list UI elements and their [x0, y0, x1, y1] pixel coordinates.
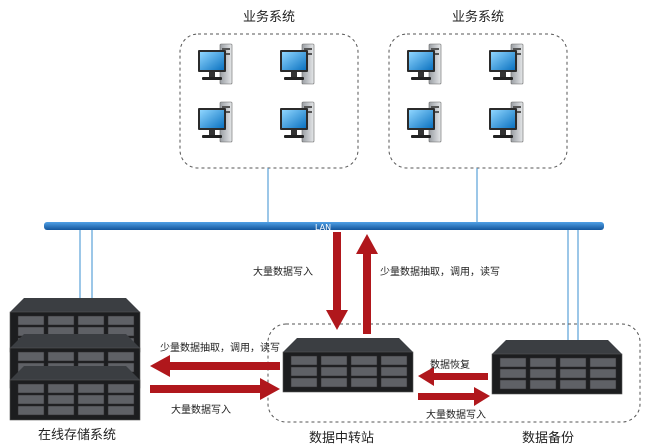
- workstation-icon: [488, 43, 524, 85]
- flow-write-large-right: 大量数据写入: [171, 405, 231, 416]
- lan-bus: [44, 222, 604, 230]
- arrow-left-icon: [150, 355, 280, 377]
- workstation-icon: [197, 101, 233, 143]
- workstation-icon: [406, 43, 442, 85]
- arrow-right-icon: [150, 378, 280, 400]
- workstation-icon: [197, 43, 233, 85]
- workstation-icon: [406, 101, 442, 143]
- workstation-icon: [279, 101, 315, 143]
- workstation-icon: [488, 101, 524, 143]
- backup-arrow-icon: [418, 387, 490, 406]
- transfer-station-icon: [282, 337, 414, 393]
- online-storage-label: 在线存储系统: [38, 428, 117, 443]
- transfer-station-label: 数据中转站: [309, 431, 375, 446]
- restore-arrow-icon: [418, 367, 488, 386]
- transfer-backup-group: [267, 323, 641, 423]
- lan-label: LAN: [315, 223, 332, 232]
- flow-write-large-backup: 大量数据写入: [426, 410, 486, 421]
- business-system-left-title: 业务系统: [243, 10, 296, 25]
- backup-server-icon: [491, 339, 623, 395]
- business-group-right: [388, 33, 568, 169]
- arrow-up-icon: [356, 234, 378, 334]
- flow-restore: 数据恢复: [430, 360, 470, 371]
- flow-read-small-left: 少量数据抽取，调用，读写: [160, 343, 280, 354]
- flow-read-small-up: 少量数据抽取，调用，读写: [380, 267, 500, 278]
- workstation-icon: [279, 43, 315, 85]
- arrow-down-icon: [326, 232, 348, 330]
- flow-write-large-down: 大量数据写入: [253, 267, 313, 278]
- business-group-left: [179, 33, 359, 169]
- business-system-right-title: 业务系统: [452, 10, 505, 25]
- backup-label: 数据备份: [522, 431, 575, 446]
- online-storage-icon: [9, 297, 141, 421]
